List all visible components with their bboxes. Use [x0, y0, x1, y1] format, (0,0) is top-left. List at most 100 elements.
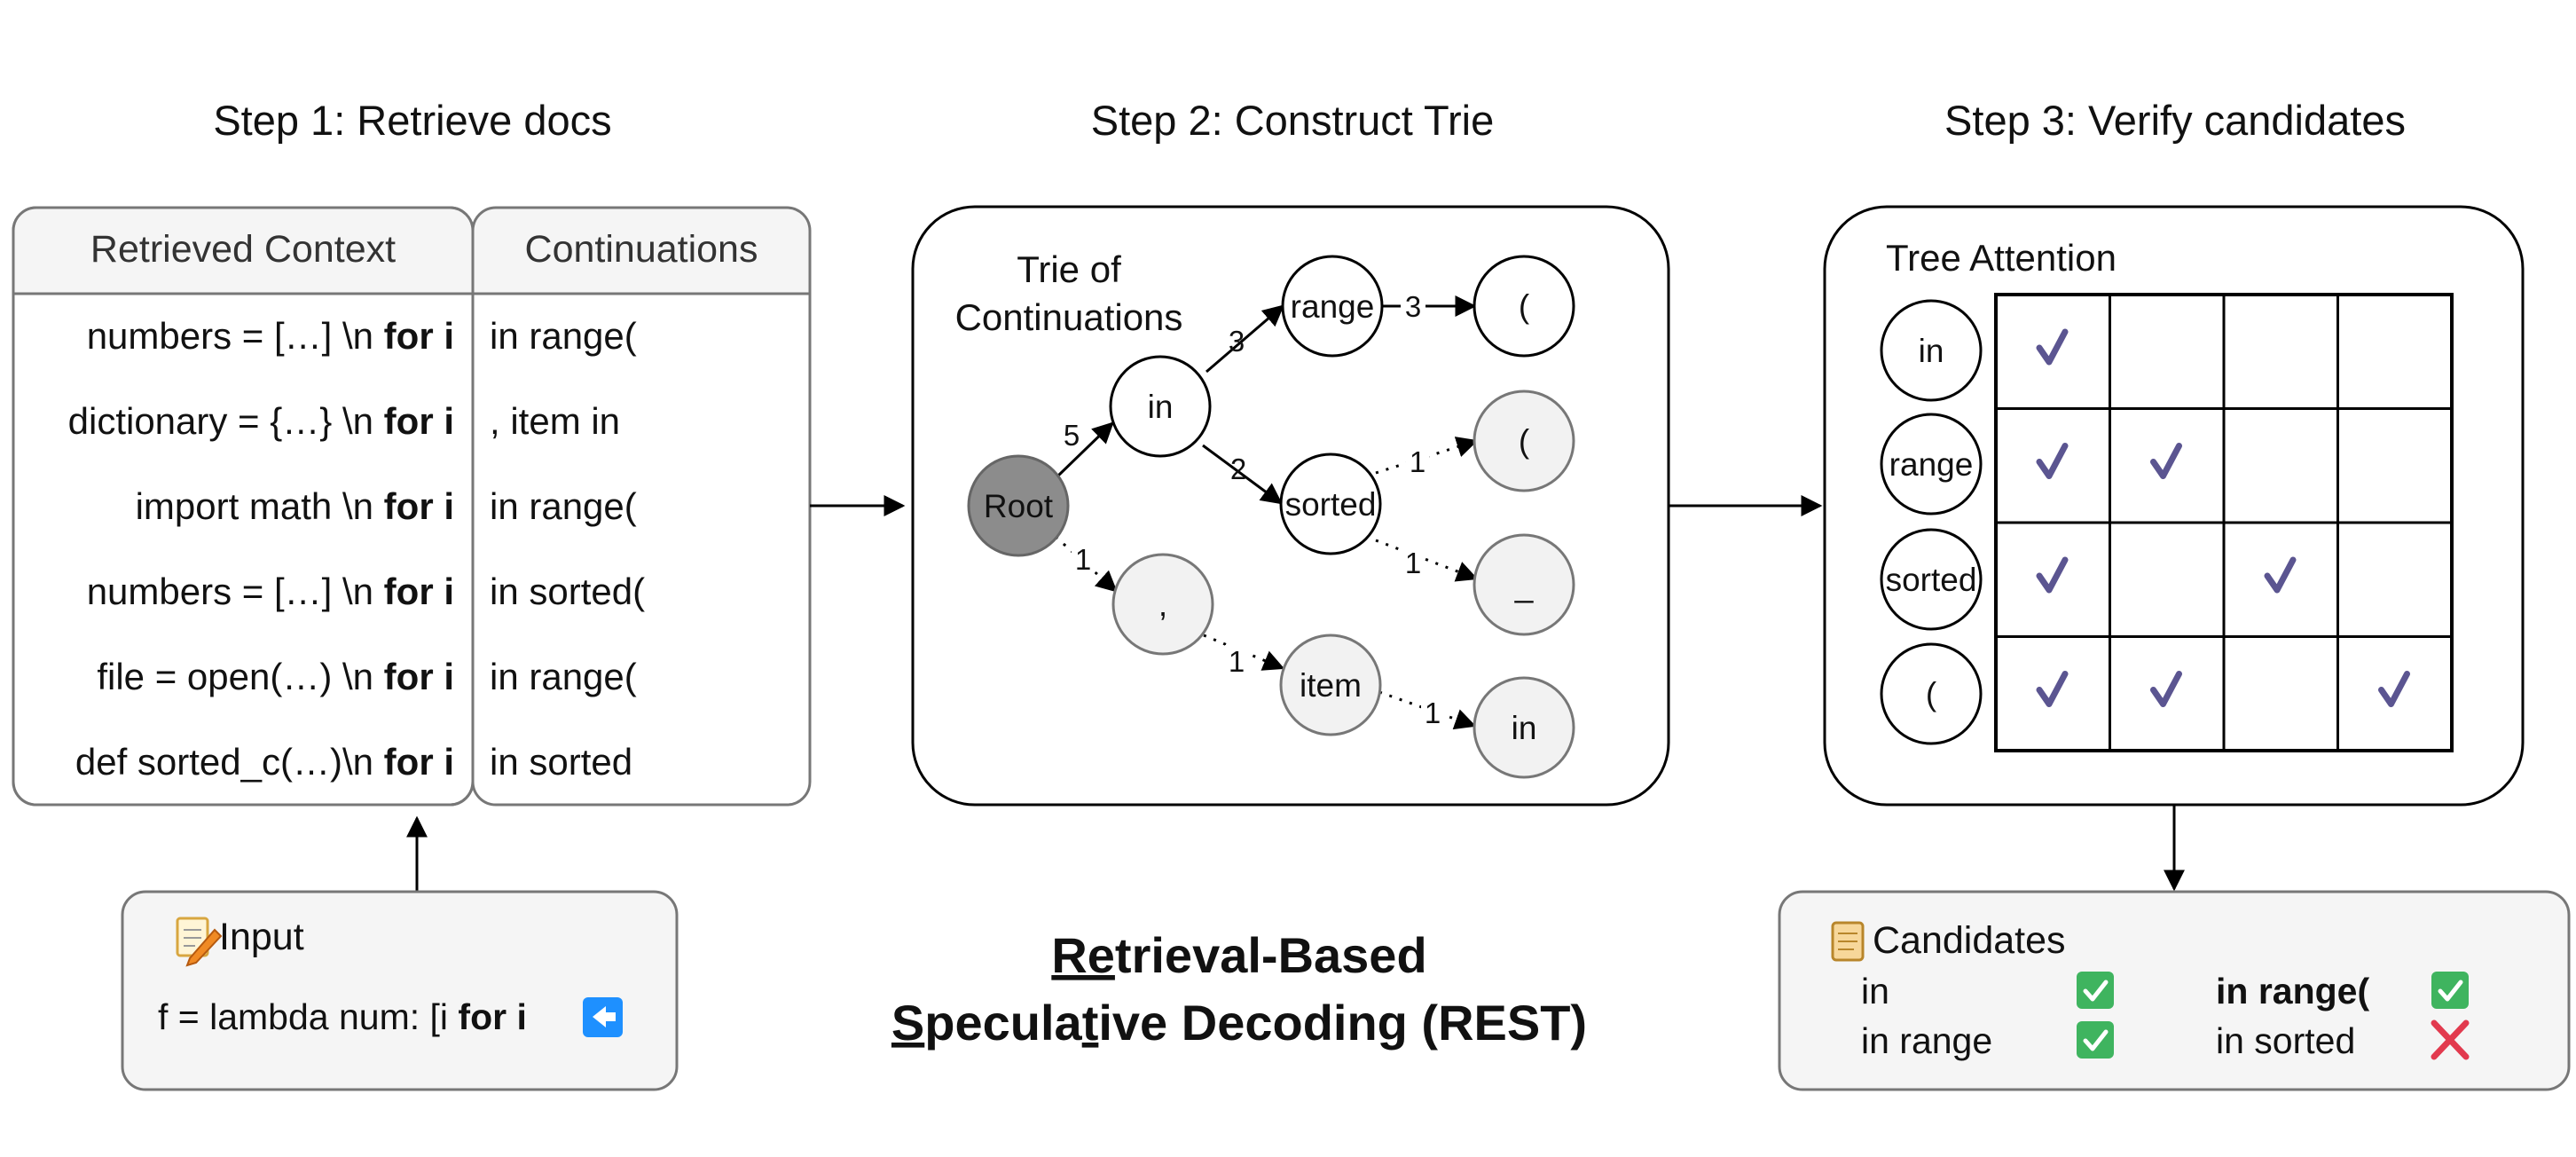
table-row: file = open(…) \n for i in range(	[97, 656, 636, 697]
trie-edges: 5 3 2 3 1 1 1 1 1	[1054, 289, 1479, 730]
candidate-label: in sorted	[2216, 1020, 2355, 1061]
table-row: dictionary = {…} \n for i , item in	[68, 400, 620, 442]
context-header: Retrieved Context	[90, 228, 396, 271]
check-icon	[2036, 556, 2069, 594]
attention-row-label: in	[1880, 299, 1983, 402]
table-row: numbers = […] \n for i in range(	[87, 315, 637, 357]
trie-title-line1: Trie of	[1017, 248, 1121, 290]
accept-icon	[2431, 972, 2469, 1009]
check-icon	[2150, 443, 2182, 479]
title-line1: Retrieval-Based	[1051, 927, 1426, 983]
continuation-cell: in sorted(	[490, 571, 645, 612]
candidate-label: in range(	[2216, 971, 2369, 1011]
edge-in-sorted	[1202, 444, 1283, 505]
svg-text:item: item	[1300, 667, 1362, 704]
table-row: numbers = […] \n for i in sorted(	[87, 571, 645, 612]
context-cell: numbers = […] \n for i	[87, 315, 454, 357]
continuation-cell: in sorted	[490, 741, 632, 783]
candidate-label: in range	[1861, 1020, 1992, 1061]
attention-grid	[1994, 293, 2454, 752]
back-arrow-icon	[583, 997, 623, 1037]
svg-text:_: _	[1514, 567, 1534, 603]
trie-node-in: in	[1109, 355, 1212, 458]
candidate-item: in sorted	[2216, 1019, 2470, 1061]
edge-label: 1	[1075, 543, 1091, 576]
context-cell: def sorted_c(…)\n for i	[75, 741, 454, 783]
check-icon	[2264, 556, 2297, 594]
attention-title: Tree Attention	[1886, 237, 2117, 279]
attention-row-label: (	[1880, 642, 1983, 745]
svg-text:,: ,	[1158, 586, 1167, 623]
candidates-box: Candidates in in range in range( in sorted	[1778, 890, 2571, 1091]
candidates-title: Candidates	[1873, 919, 2066, 962]
check-icon	[2150, 671, 2182, 707]
check-icon	[2036, 328, 2069, 366]
context-cell: import math \n for i	[136, 485, 454, 527]
figure-title: Retrieval-Based Speculative Decoding (RE…	[891, 927, 1587, 1051]
scroll-icon	[1831, 921, 1865, 962]
candidates-list: in in range in range( in sorted	[1861, 971, 2470, 1061]
attention-row-label: range	[1880, 413, 1983, 516]
continuation-cell: in range(	[490, 656, 637, 697]
edge-label: 2	[1230, 453, 1246, 485]
continuation-cell: , item in	[490, 400, 620, 442]
edge-root-in	[1056, 421, 1114, 478]
check-icon	[2036, 443, 2069, 479]
edge-label: 3	[1405, 290, 1421, 323]
attention-cell	[2336, 521, 2454, 638]
edge-label: 1	[1425, 697, 1441, 729]
continuations-table: Continuations	[471, 206, 812, 807]
edge-label: 1	[1410, 445, 1425, 478]
edge-label: 5	[1064, 419, 1080, 452]
attention-grid-border	[1994, 293, 2454, 752]
accept-check	[2083, 980, 2109, 1002]
step2-title: Step 2: Construct Trie	[1091, 97, 1495, 144]
attention-cell	[2109, 521, 2226, 638]
attention-cell	[2336, 293, 2454, 410]
title-line2: Speculative Decoding (REST)	[891, 995, 1587, 1051]
edge-sorted-paren	[1375, 437, 1479, 475]
svg-text:in: in	[1148, 389, 1174, 425]
candidate-item: in range(	[2216, 971, 2469, 1011]
edge-label: 1	[1405, 547, 1421, 579]
trie-node-root: Root	[967, 454, 1070, 557]
candidate-item: in	[1861, 971, 2114, 1011]
table-row: import math \n for i in range(	[136, 485, 637, 527]
trie-node-paren-2: (	[1473, 390, 1575, 492]
svg-text:(: (	[1926, 676, 1937, 712]
edge-in-range	[1206, 304, 1284, 374]
trie-node-comma: ,	[1111, 553, 1214, 656]
table-row: def sorted_c(…)\n for i in sorted	[75, 741, 632, 783]
candidate-item: in range	[1861, 1020, 2114, 1061]
continuation-cell: in range(	[490, 315, 637, 357]
reject-icon	[2431, 1019, 2470, 1060]
check-icon	[2378, 671, 2410, 707]
svg-text:in: in	[1512, 710, 1537, 746]
trie-title-line2: Continuations	[955, 296, 1183, 338]
candidate-label: in	[1861, 971, 1889, 1011]
svg-text:sorted: sorted	[1285, 486, 1377, 523]
accept-check	[2083, 1029, 2109, 1051]
accept-icon	[2077, 1021, 2114, 1059]
attention-cell	[2336, 407, 2454, 524]
svg-text:range: range	[1291, 288, 1375, 325]
svg-text:(: (	[1519, 288, 1530, 325]
accept-check	[2438, 980, 2463, 1002]
trie-node-paren-1: (	[1473, 255, 1575, 358]
context-cell: numbers = […] \n for i	[87, 571, 454, 612]
edge-label: 3	[1229, 325, 1245, 358]
svg-text:range: range	[1889, 446, 1974, 483]
input-text: f = lambda num: [i for i	[158, 996, 527, 1037]
svg-text:(: (	[1519, 423, 1530, 460]
step1-title: Step 1: Retrieve docs	[213, 97, 611, 144]
svg-text:sorted: sorted	[1886, 562, 1977, 598]
attention-cell	[2222, 293, 2339, 410]
trie-node-item: item	[1279, 634, 1382, 736]
continuation-cell: in range(	[490, 485, 637, 527]
attention-cell	[2109, 293, 2226, 410]
trie-node-range: range	[1281, 255, 1384, 358]
trie-node-in-2: in	[1473, 676, 1575, 779]
memo-icon	[176, 917, 223, 967]
step3-title: Step 3: Verify candidates	[1944, 97, 2406, 144]
